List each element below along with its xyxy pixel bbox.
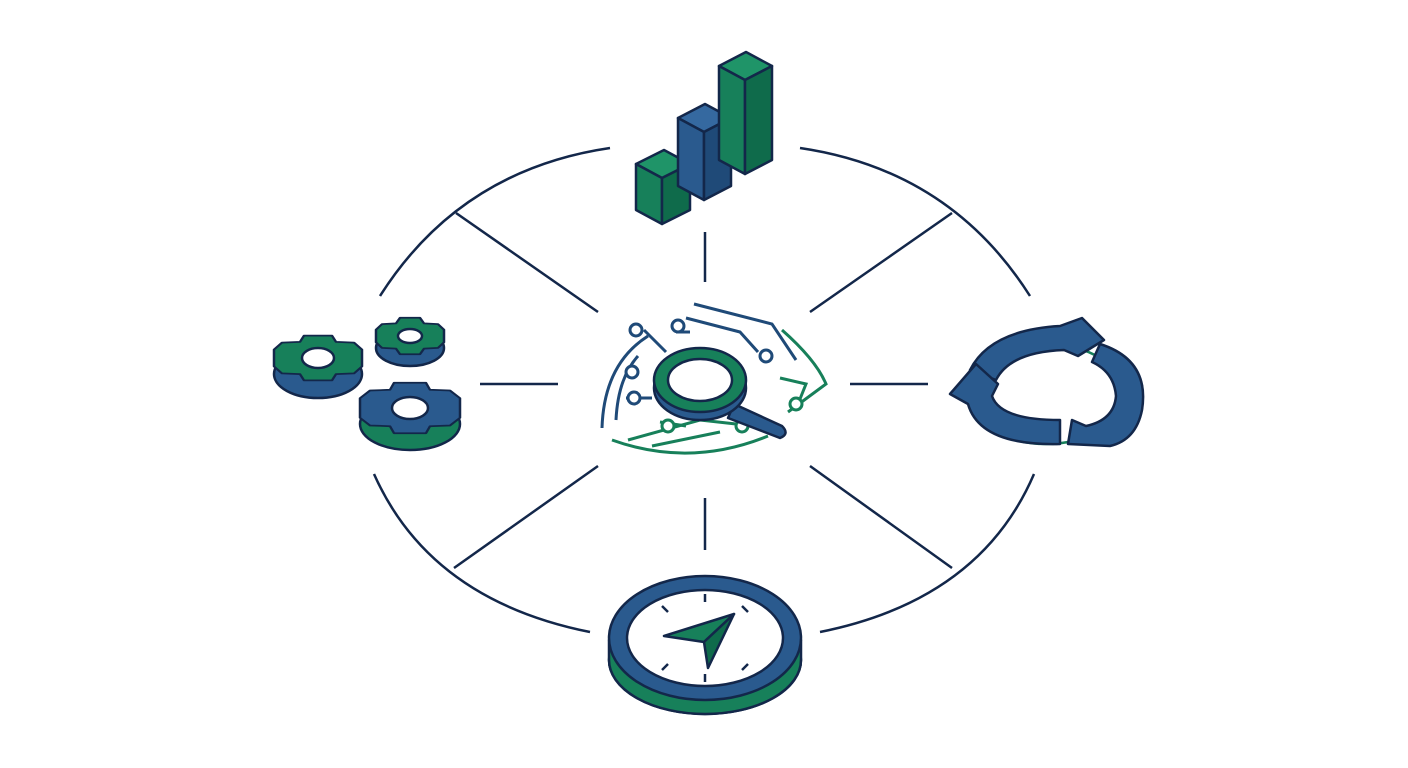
- ring-arc-bottom-right: [819, 473, 1036, 634]
- bar-chart-icon: [634, 50, 774, 226]
- spoke-bottom-left: [453, 464, 599, 570]
- spoke-top-left: [455, 211, 599, 314]
- shield-left: [600, 334, 649, 429]
- gears-icon: [272, 316, 462, 452]
- shield-right: [781, 328, 828, 414]
- ring-arc-bottom-left: [372, 473, 591, 634]
- gear-small: [374, 316, 446, 368]
- spoke-bottom-right: [809, 464, 953, 570]
- refresh-cycle-icon: [948, 316, 1145, 448]
- gear-large: [272, 334, 364, 400]
- spoke-top-right: [809, 211, 953, 314]
- compass-ticks: [661, 594, 749, 682]
- outer-ring: [372, 146, 1036, 634]
- compass-needle-icon: [662, 612, 736, 670]
- magnifier-circuit-shield-icon: [600, 302, 828, 455]
- bar-tall: [717, 50, 774, 176]
- spokes: [453, 211, 953, 570]
- compass-icon: [607, 574, 803, 716]
- ring-arc-top-left: [378, 146, 611, 297]
- gear-blue: [358, 381, 462, 452]
- ring-arc-top-right: [799, 146, 1032, 297]
